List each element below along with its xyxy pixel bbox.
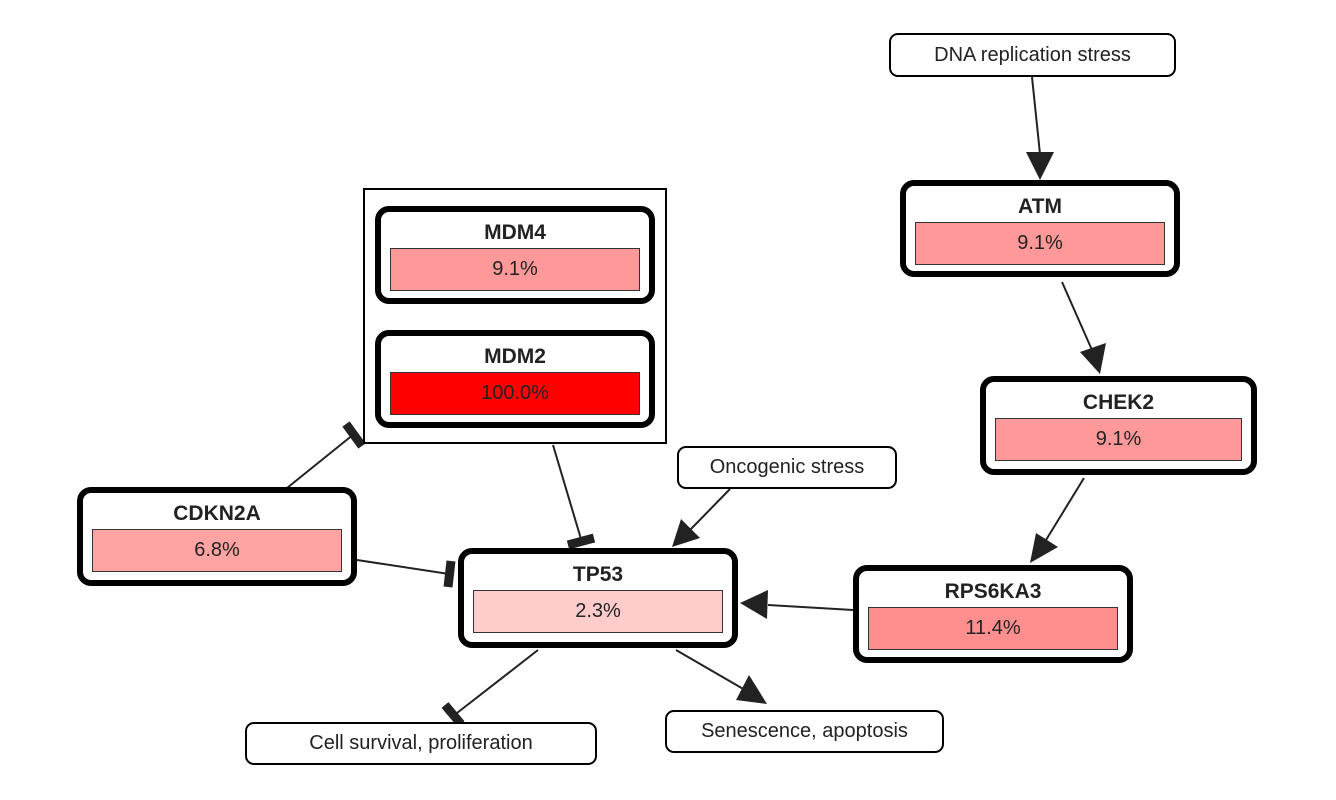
gene-alteration-bar: 9.1% <box>915 222 1165 265</box>
gene-name: ATM <box>1018 195 1062 218</box>
edge-cdkn2a-inhibits-mdm <box>286 421 366 489</box>
gene-name: TP53 <box>572 563 624 586</box>
gene-alteration-bar: 9.1% <box>390 248 640 291</box>
gene-name: CHEK2 <box>1082 391 1155 414</box>
stimulus-oncogenic-stress[interactable]: Oncogenic stress <box>677 446 897 489</box>
gene-node-tp53[interactable]: TP53 2.3% <box>458 548 738 648</box>
outcome-senescence-apoptosis[interactable]: Senescence, apoptosis <box>665 710 944 753</box>
mdm-complex-group <box>363 188 667 444</box>
outcome-cell-survival[interactable]: Cell survival, proliferation <box>245 722 597 765</box>
gene-node-mdm4[interactable]: MDM4 9.1% <box>375 206 655 304</box>
edge-tp53-inhibits-survival <box>441 649 539 727</box>
edge-atm-to-chek2 <box>1061 281 1106 374</box>
edge-rps6ka3-to-tp53 <box>740 590 854 619</box>
gene-node-cdkn2a[interactable]: CDKN2A 6.8% <box>77 487 357 586</box>
gene-name: RPS6KA3 <box>944 580 1042 603</box>
gene-node-chek2[interactable]: CHEK2 9.1% <box>980 376 1257 475</box>
gene-alteration-bar: 6.8% <box>92 529 342 572</box>
gene-alteration-bar: 11.4% <box>868 607 1118 650</box>
gene-node-mdm2[interactable]: MDM2 100.0% <box>375 330 655 428</box>
gene-alteration-bar: 9.1% <box>995 418 1242 461</box>
gene-name: MDM4 <box>484 221 546 244</box>
edge-oncogenic-to-tp53 <box>672 488 731 547</box>
edge-mdm-inhibits-tp53 <box>552 444 596 550</box>
gene-name: CDKN2A <box>173 502 261 525</box>
gene-alteration-bar: 2.3% <box>473 590 723 633</box>
stimulus-dna-replication-stress[interactable]: DNA replication stress <box>889 33 1176 77</box>
edge-dna-stress-to-atm <box>1026 76 1054 180</box>
gene-node-atm[interactable]: ATM 9.1% <box>900 180 1180 277</box>
gene-name: MDM2 <box>484 345 546 368</box>
edge-cdkn2a-inhibits-tp53 <box>356 559 456 588</box>
edge-chek2-to-rps6ka3 <box>1030 477 1085 563</box>
gene-node-rps6ka3[interactable]: RPS6KA3 11.4% <box>853 565 1133 663</box>
edge-tp53-to-senescence <box>675 649 767 704</box>
gene-alteration-bar: 100.0% <box>390 372 640 415</box>
